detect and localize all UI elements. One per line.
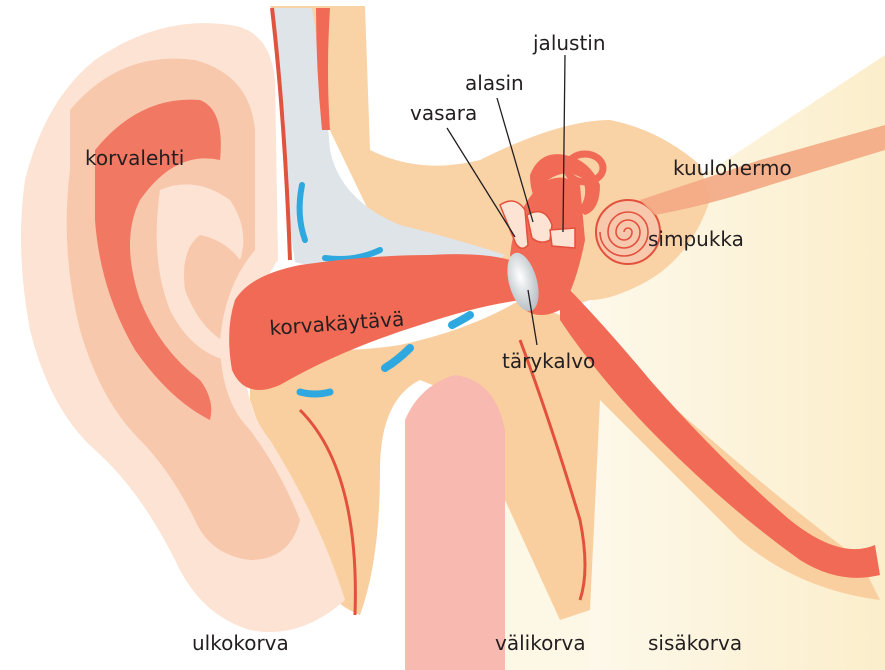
label-vasara: vasara: [410, 101, 477, 125]
fluid-mark: [452, 315, 470, 325]
label-ulkokorva: ulkokorva: [192, 631, 289, 655]
label-jalustin: jalustin: [532, 31, 606, 55]
label-kuulohermo: kuulohermo: [673, 156, 792, 180]
label-simpukka: simpukka: [648, 227, 744, 251]
throat-tissue: [405, 375, 505, 670]
label-sisakorva: sisäkorva: [648, 631, 742, 655]
label-korvalehti: korvalehti: [85, 146, 184, 170]
label-valikorva: välikorva: [495, 631, 586, 655]
label-alasin: alasin: [465, 71, 524, 95]
fluid-mark: [300, 392, 330, 394]
label-tarykalvo: tärykalvo: [502, 349, 595, 373]
